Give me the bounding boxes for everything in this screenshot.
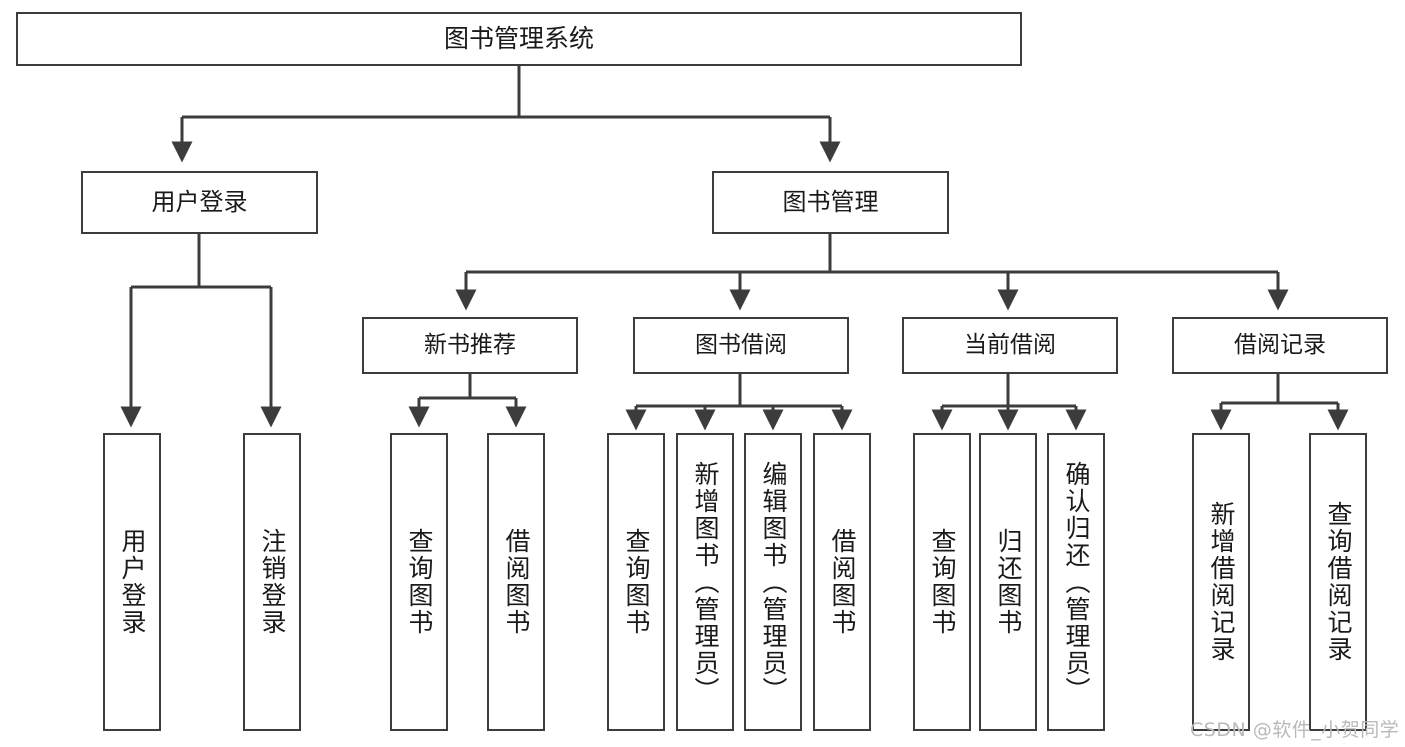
node-leaf-return-book-label: 归还图书 [994, 528, 1023, 636]
node-leaf-query-book-recommend-label: 查询图书 [405, 528, 434, 636]
node-leaf-user-login-label: 用户登录 [118, 528, 147, 636]
node-leaf-user-login[interactable]: 用户登录 [103, 433, 161, 731]
node-new-book-recommend-label: 新书推荐 [424, 331, 516, 358]
node-leaf-edit-book-admin-label: 编辑图书（管理员） [759, 460, 788, 704]
node-new-book-recommend[interactable]: 新书推荐 [362, 317, 578, 374]
node-leaf-query-book-current[interactable]: 查询图书 [913, 433, 971, 731]
node-leaf-borrow-book[interactable]: 借阅图书 [813, 433, 871, 731]
node-root[interactable]: 图书管理系统 [16, 12, 1022, 66]
node-leaf-add-borrow-record-label: 新增借阅记录 [1207, 501, 1236, 663]
node-leaf-add-book-admin-label: 新增图书（管理员） [691, 460, 720, 704]
node-current-borrow-label: 当前借阅 [964, 331, 1056, 358]
node-user-login[interactable]: 用户登录 [81, 171, 318, 234]
node-leaf-return-book[interactable]: 归还图书 [979, 433, 1037, 731]
node-leaf-borrow-book-recommend[interactable]: 借阅图书 [487, 433, 545, 731]
node-leaf-borrow-book-label: 借阅图书 [828, 528, 857, 636]
node-root-label: 图书管理系统 [443, 24, 594, 53]
node-book-borrow[interactable]: 图书借阅 [633, 317, 849, 374]
node-leaf-add-book-admin[interactable]: 新增图书（管理员） [676, 433, 734, 731]
node-book-management-label: 图书管理 [782, 188, 879, 217]
node-leaf-logout-label: 注销登录 [258, 528, 287, 636]
node-leaf-confirm-return-admin[interactable]: 确认归还（管理员） [1047, 433, 1105, 731]
node-leaf-query-borrow-record-label: 查询借阅记录 [1324, 501, 1353, 663]
node-book-borrow-label: 图书借阅 [695, 331, 787, 358]
node-leaf-logout[interactable]: 注销登录 [243, 433, 301, 731]
node-borrow-record[interactable]: 借阅记录 [1172, 317, 1388, 374]
node-current-borrow[interactable]: 当前借阅 [902, 317, 1118, 374]
node-book-management[interactable]: 图书管理 [712, 171, 949, 234]
csdn-watermark: CSDN @软件_小贺同学 [1190, 719, 1400, 741]
node-leaf-query-book-borrow-label: 查询图书 [622, 528, 651, 636]
node-leaf-add-borrow-record[interactable]: 新增借阅记录 [1192, 433, 1250, 731]
node-user-login-label: 用户登录 [151, 188, 248, 217]
node-leaf-query-book-recommend[interactable]: 查询图书 [390, 433, 448, 731]
node-leaf-query-book-current-label: 查询图书 [928, 528, 957, 636]
node-leaf-edit-book-admin[interactable]: 编辑图书（管理员） [744, 433, 802, 731]
node-leaf-query-borrow-record[interactable]: 查询借阅记录 [1309, 433, 1367, 731]
node-borrow-record-label: 借阅记录 [1234, 331, 1326, 358]
node-leaf-query-book-borrow[interactable]: 查询图书 [607, 433, 665, 731]
node-leaf-confirm-return-admin-label: 确认归还（管理员） [1062, 460, 1091, 704]
node-leaf-borrow-book-recommend-label: 借阅图书 [502, 528, 531, 636]
